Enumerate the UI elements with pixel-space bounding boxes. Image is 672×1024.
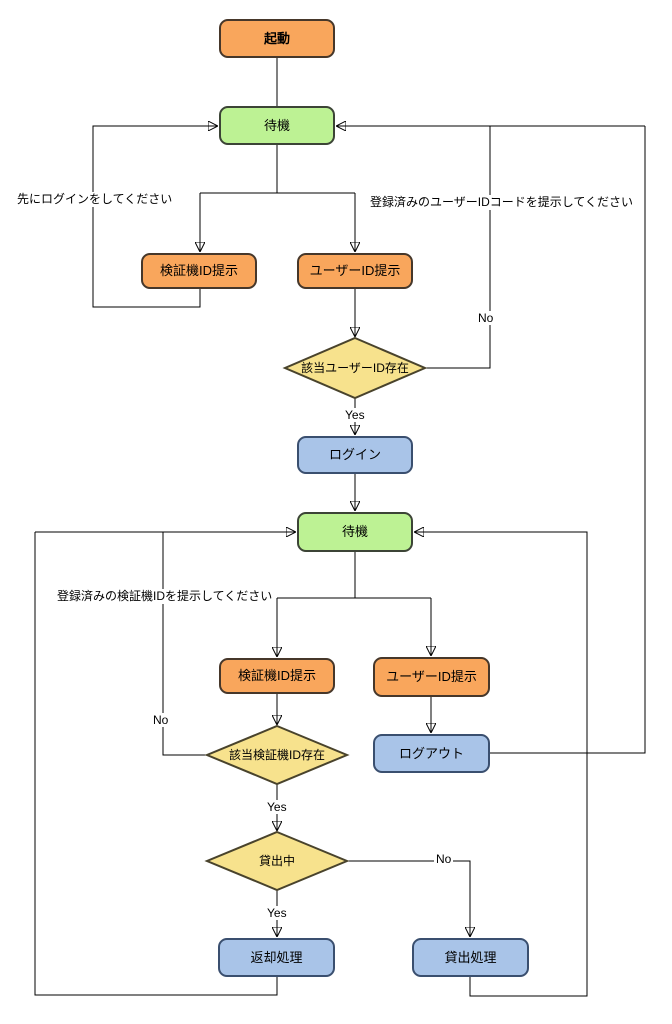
edge-logout-loop — [490, 126, 646, 754]
node-return-process-label: 返却処理 — [250, 949, 303, 965]
edge-decision3-no-to-loan — [347, 860, 470, 936]
edge-label-user-id-exists-no: No — [476, 311, 496, 325]
node-login[interactable]: ログイン — [297, 436, 413, 474]
node-loan-process-label: 貸出処理 — [444, 949, 497, 965]
edge-label-verifier-id-exists-no: No — [151, 713, 171, 727]
edge-label-on-loan-no: No — [434, 852, 454, 866]
node-verifier-id-present-1[interactable]: 検証機ID提示 — [141, 253, 257, 289]
node-user-id-present-2-label: ユーザーID提示 — [386, 669, 477, 685]
node-login-label: ログイン — [328, 447, 381, 463]
node-standby-1-label: 待機 — [263, 117, 290, 133]
edge-decision2-no-loop — [162, 532, 207, 756]
decision-user-id-exists-label: 該当ユーザーID存在 — [301, 361, 409, 375]
node-logout-label: ログアウト — [398, 745, 464, 761]
node-standby-2-label: 待機 — [341, 524, 368, 540]
decision-on-loan-label: 貸出中 — [258, 854, 295, 868]
node-verifier-id-present-1-label: 検証機ID提示 — [159, 263, 238, 279]
node-user-id-present-2[interactable]: ユーザーID提示 — [373, 657, 490, 697]
annotation-present-verifier-id: 登録済みの検証機IDを提示してください — [57, 589, 273, 604]
decision-verifier-id-exists[interactable] — [204, 724, 350, 786]
edge-label-verifier-id-exists-yes: Yes — [265, 800, 289, 814]
node-start[interactable]: 起動 — [219, 19, 335, 58]
edge-verifier1-loop-to-standby1 — [92, 126, 217, 308]
edge-decision1-no-loop — [425, 126, 491, 369]
node-start-label: 起動 — [263, 30, 290, 46]
node-standby-2[interactable]: 待機 — [297, 512, 413, 552]
node-verifier-id-present-2[interactable]: 検証機ID提示 — [219, 658, 335, 694]
decision-on-loan[interactable] — [204, 830, 350, 892]
annotation-login-first: 先にログインをしてください — [17, 192, 173, 207]
decision-user-id-exists[interactable] — [282, 336, 428, 400]
edge-label-user-id-exists-yes: Yes — [343, 408, 367, 422]
edge-loan-loop-to-standby2 — [415, 532, 588, 997]
node-standby-1[interactable]: 待機 — [219, 106, 335, 145]
node-loan-process[interactable]: 貸出処理 — [412, 938, 529, 977]
node-logout[interactable]: ログアウト — [373, 734, 490, 773]
edge-label-on-loan-yes: Yes — [265, 906, 289, 920]
annotation-present-user-id: 登録済みのユーザーIDコードを提示してください — [370, 195, 634, 210]
node-return-process[interactable]: 返却処理 — [218, 938, 335, 977]
node-verifier-id-present-2-label: 検証機ID提示 — [237, 668, 316, 684]
node-user-id-present-1[interactable]: ユーザーID提示 — [297, 253, 413, 289]
decision-verifier-id-exists-label: 該当検証機ID存在 — [228, 748, 325, 762]
node-user-id-present-1-label: ユーザーID提示 — [309, 263, 401, 279]
edge-return-loop — [34, 532, 278, 996]
